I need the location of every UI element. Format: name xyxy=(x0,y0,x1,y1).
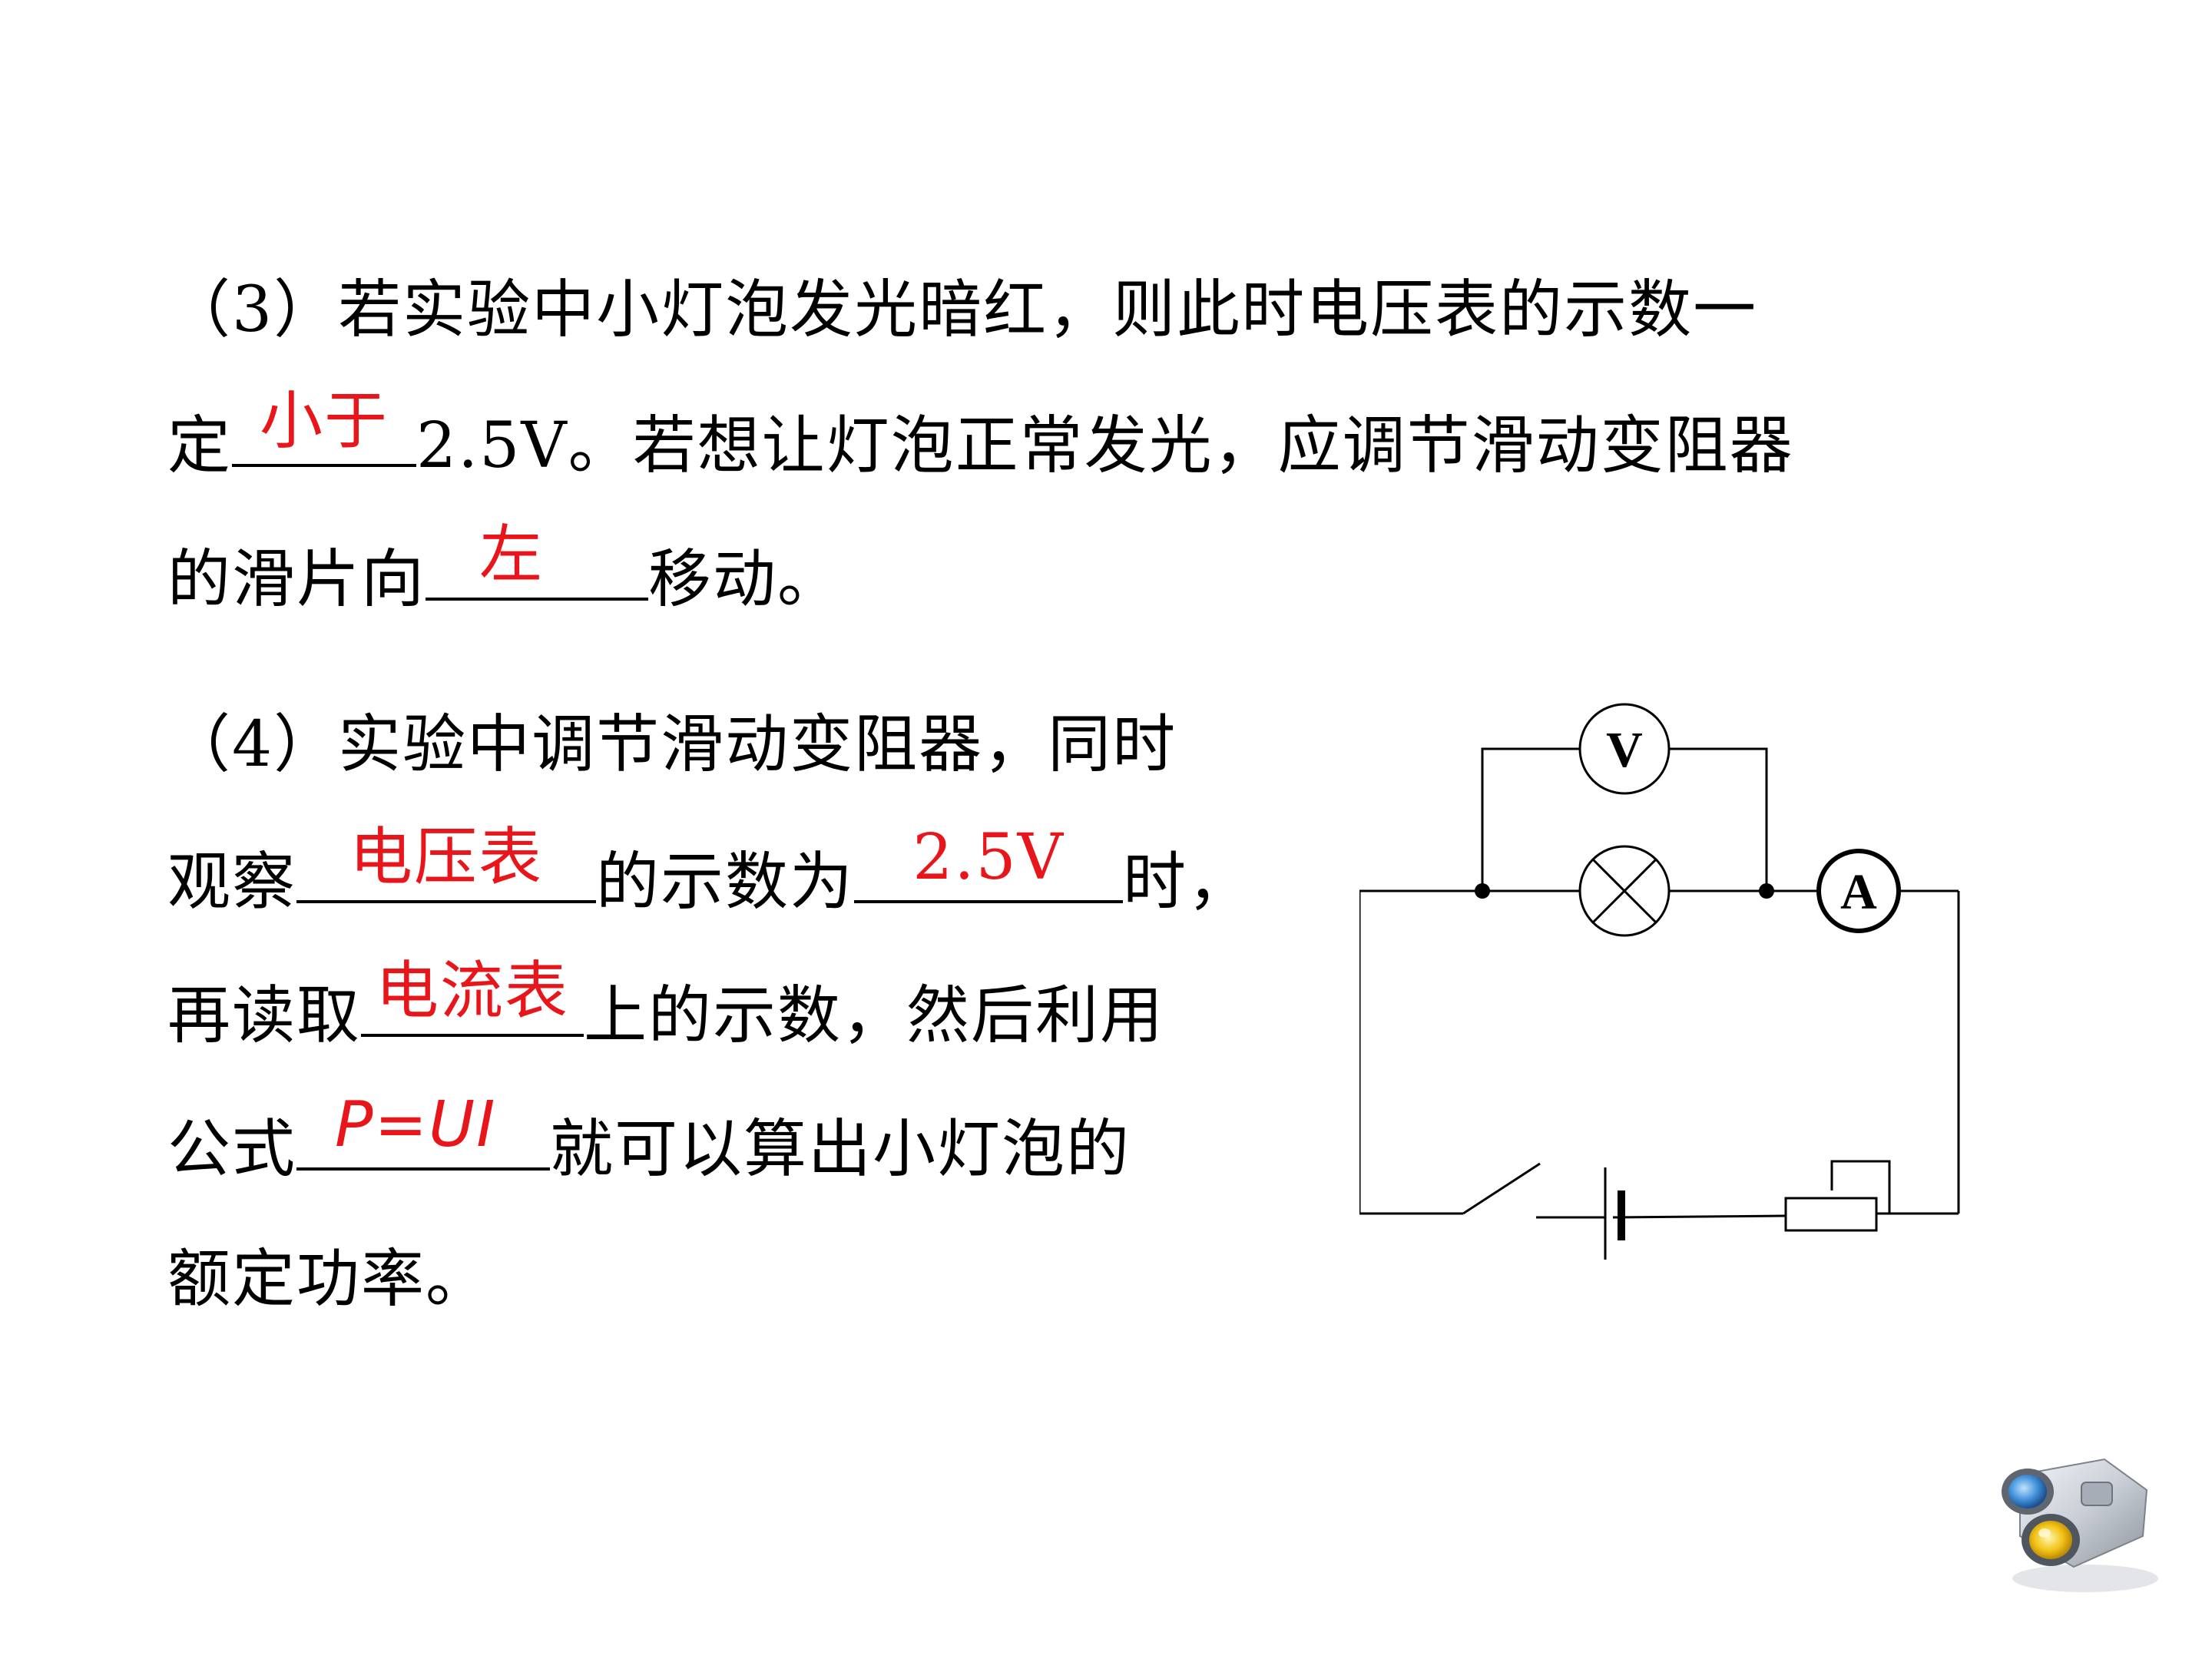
ammeter-label: A xyxy=(1840,864,1877,920)
q3-blank-1[interactable]: 小于 xyxy=(232,390,417,467)
q4-answer-1: 电压表 xyxy=(349,821,544,894)
lamp-cross-2 xyxy=(1591,858,1657,924)
q4-blank-4[interactable]: P=UI xyxy=(296,1094,551,1171)
left-lens xyxy=(2008,1475,2047,1508)
voltmeter-label: V xyxy=(1606,722,1643,778)
q4-line-5: 额定功率。 xyxy=(167,1241,490,1318)
q4-answer-4: P=UI xyxy=(335,1088,497,1161)
q3-line-2-post: 2.5V。若想让灯泡正常发光，应调节滑动变阻器 xyxy=(416,409,1794,482)
wire-to-rheostat xyxy=(1612,1214,1786,1219)
q4-answer-3: 电流表 xyxy=(376,955,570,1028)
junction-right xyxy=(1759,883,1774,899)
q4-blank-3[interactable]: 电流表 xyxy=(361,960,584,1037)
lamp xyxy=(1578,845,1671,937)
q4-answer-2: 2.5V xyxy=(912,821,1065,894)
q4-line-1-text: （4）实验中调节滑动变阻器，同时 xyxy=(167,708,1177,781)
q3-answer-2: 左 xyxy=(479,518,545,591)
switch xyxy=(1462,1162,1541,1215)
voltmeter-wire-right xyxy=(1669,747,1768,891)
q4-blank-1[interactable]: 电压表 xyxy=(296,826,597,903)
q4-line-2-mid: 的示数为 xyxy=(596,846,855,919)
q4-line-2-post: 时， xyxy=(1123,846,1253,919)
q3-line-1: （3）若实验中小灯泡发光暗红，则此时电压表的示数一 xyxy=(167,272,1757,349)
q4-line-4-pre: 公式 xyxy=(167,1113,297,1186)
q3-line-3: 的滑片向左移动。 xyxy=(167,524,843,618)
q3-line-2-pre: 定 xyxy=(167,409,233,482)
q3-answer-1: 小于 xyxy=(260,385,389,458)
q4-line-4-post: 就可以算出小灯泡的 xyxy=(550,1113,1131,1186)
q4-line-5-text: 额定功率。 xyxy=(167,1243,491,1316)
q4-line-3-pre: 再读取 xyxy=(167,979,362,1052)
circuit-diagram: V A xyxy=(1359,703,1960,1260)
q3-line-3-post: 移动。 xyxy=(648,543,843,616)
rheostat-slider xyxy=(1830,1160,1891,1214)
binoculars-bridge xyxy=(2081,1482,2113,1506)
junction-left xyxy=(1475,883,1490,899)
lens-highlight xyxy=(2038,1528,2051,1538)
q3-line-1-text: （3）若实验中小灯泡发光暗红，则此时电压表的示数一 xyxy=(167,273,1758,346)
q3-line-3-pre: 的滑片向 xyxy=(167,543,426,616)
q4-line-1: （4）实验中调节滑动变阻器，同时 xyxy=(167,707,1177,783)
binoculars-icon[interactable] xyxy=(1989,1444,2166,1598)
q4-line-3: 再读取电流表上的示数，然后利用 xyxy=(167,960,1165,1055)
q3-blank-2[interactable]: 左 xyxy=(426,524,649,601)
rheostat xyxy=(1784,1197,1878,1232)
q4-blank-2[interactable]: 2.5V xyxy=(854,826,1124,903)
voltmeter xyxy=(1578,703,1671,795)
q4-line-2-pre: 观察 xyxy=(167,846,297,919)
binoculars-shadow xyxy=(2012,1565,2158,1592)
voltmeter-wire-left xyxy=(1481,747,1580,891)
right-lens xyxy=(2029,1521,2072,1559)
q4-line-3-post: 上的示数，然后利用 xyxy=(584,979,1165,1052)
ammeter xyxy=(1816,849,1901,933)
